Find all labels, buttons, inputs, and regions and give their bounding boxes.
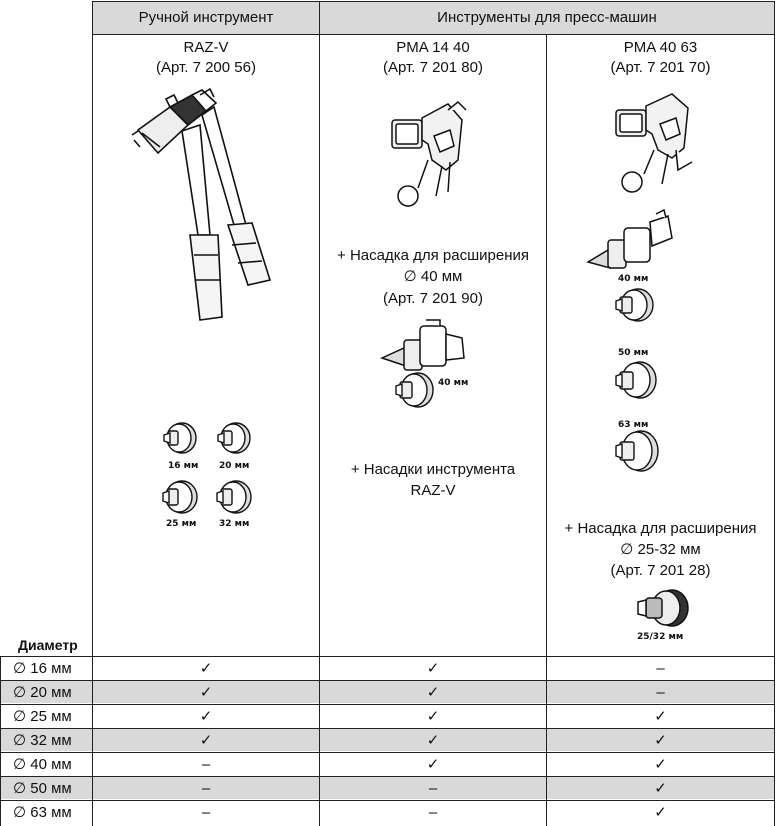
pma4063-attachment-line2: ∅ 25-32 мм (620, 541, 701, 558)
row-16-pma4063-dash-icon: – (656, 660, 665, 677)
row-border-1 (0, 680, 775, 681)
row-border-2 (0, 704, 775, 705)
tool-raz-v-art: (Арт. 7 200 56) (156, 59, 256, 76)
pma4063-head-63-label: 63 мм (618, 420, 649, 430)
row-63-pma4063-check-icon: ✓ (654, 804, 667, 821)
row-shade-32 (0, 728, 775, 751)
row-50-pma1440-dash-icon: – (428, 780, 438, 797)
pma-subheader-border (320, 34, 775, 35)
row-32-pma4063-check-icon: ✓ (654, 732, 667, 749)
raz-v-head-20-icon (217, 422, 251, 454)
row-63-pma1440-dash-icon: – (428, 804, 438, 821)
col-border-right (774, 1, 775, 826)
row-border-5 (0, 776, 775, 777)
pma4063-attachment-line3: (Арт. 7 201 28) (610, 562, 711, 579)
raz-v-head-25-label: 25 мм (166, 519, 197, 529)
pma1440-raz-heads-line1: + Насадки инструмента (350, 461, 516, 478)
row-32-pma1440-check-icon: ✓ (426, 732, 440, 749)
row-63-hand-dash-icon: – (201, 804, 211, 821)
diameter-heading: Диаметр (18, 637, 78, 653)
pma4063-head-50-label: 50 мм (618, 348, 649, 358)
row-32-hand-check-icon: ✓ (199, 732, 213, 749)
top-border (92, 1, 775, 2)
col-border-3 (546, 34, 547, 826)
tool-pma1440-art: (Арт. 7 201 80) (383, 59, 483, 76)
raz-v-head-32-label: 32 мм (219, 519, 250, 529)
pma1440-head-40-icon (395, 372, 434, 408)
row-50-pma4063-check-icon: ✓ (654, 780, 667, 797)
row-16-hand-check-icon: ✓ (199, 660, 213, 677)
pma1440-attachment-line3: (Арт. 7 201 90) (383, 290, 483, 307)
pma4063-25-32-attachment-label: 25/32 мм (637, 632, 684, 642)
left-border-rows (0, 656, 1, 826)
tool-pma4063-name: PMA 40 63 (623, 39, 698, 56)
header-hand-tool: Ручной инструмент (138, 9, 274, 26)
row-16-size: ∅ 16 мм (13, 660, 72, 677)
row-40-pma4063-check-icon: ✓ (654, 756, 667, 773)
row-20-hand-check-icon: ✓ (199, 684, 213, 701)
col-border-1 (92, 1, 93, 826)
tool-pma1440-name: PMA 14 40 (396, 39, 470, 56)
row-50-hand-dash-icon: – (201, 780, 211, 797)
raz-v-head-16-icon (163, 422, 197, 454)
pma1440-head-40-label: 40 мм (438, 378, 469, 388)
pma4063-head-50-icon (615, 361, 657, 399)
pma4063-head-40-icon (615, 288, 654, 322)
row-25-size: ∅ 25 мм (13, 708, 72, 725)
row-50-size: ∅ 50 мм (13, 780, 72, 797)
pma1440-press-tool-image (391, 100, 467, 207)
pma4063-head-63-icon (615, 430, 659, 472)
row-border-6 (0, 800, 775, 801)
row-63-size: ∅ 63 мм (13, 804, 72, 821)
row-border-3 (0, 728, 775, 729)
row-25-hand-check-icon: ✓ (199, 708, 213, 725)
row-shade-20 (0, 680, 775, 703)
row-border-4 (0, 752, 775, 753)
raz-v-hand-tool-image (131, 87, 272, 321)
row-40-hand-dash-icon: – (201, 756, 211, 773)
col-border-2 (319, 1, 320, 826)
pma4063-press-tool-image (615, 93, 693, 193)
raz-v-head-16-label: 16 мм (168, 461, 199, 471)
pma1440-attachment-line2: ∅ 40 мм (403, 268, 463, 285)
pma4063-head-40-label: 40 мм (618, 274, 649, 284)
raz-v-head-32-icon (216, 480, 252, 514)
row-40-pma1440-check-icon: ✓ (426, 756, 440, 773)
row-20-pma4063-dash-icon: – (656, 684, 665, 701)
raz-v-head-25-icon (162, 480, 198, 514)
pma1440-attachment-line1: + Насадка для расширения (337, 247, 529, 264)
row-16-pma1440-check-icon: ✓ (426, 660, 440, 677)
pma4063-expansion-attachment-image (586, 208, 673, 270)
row-20-pma1440-check-icon: ✓ (426, 684, 440, 701)
pma1440-expansion-attachment-image (379, 319, 465, 371)
row-40-size: ∅ 40 мм (13, 756, 72, 773)
tool-pma4063-art: (Арт. 7 201 70) (610, 59, 711, 76)
diameter-top-border (0, 656, 775, 657)
pma1440-raz-heads-line2: RAZ-V (410, 482, 456, 499)
header-press-tools: Инструменты для пресс-машин (437, 9, 657, 26)
row-shade-50 (0, 776, 775, 799)
tool-raz-v-name: RAZ-V (183, 39, 229, 56)
row-32-size: ∅ 32 мм (13, 732, 72, 749)
pma4063-attachment-line1: + Насадка для расширения (564, 520, 757, 537)
pma4063-25-32-attachment-icon (637, 589, 689, 627)
row-25-pma4063-check-icon: ✓ (654, 708, 667, 725)
row-20-size: ∅ 20 мм (13, 684, 72, 701)
row-25-pma1440-check-icon: ✓ (426, 708, 440, 725)
table-header (92, 2, 775, 34)
raz-v-head-20-label: 20 мм (219, 461, 250, 471)
